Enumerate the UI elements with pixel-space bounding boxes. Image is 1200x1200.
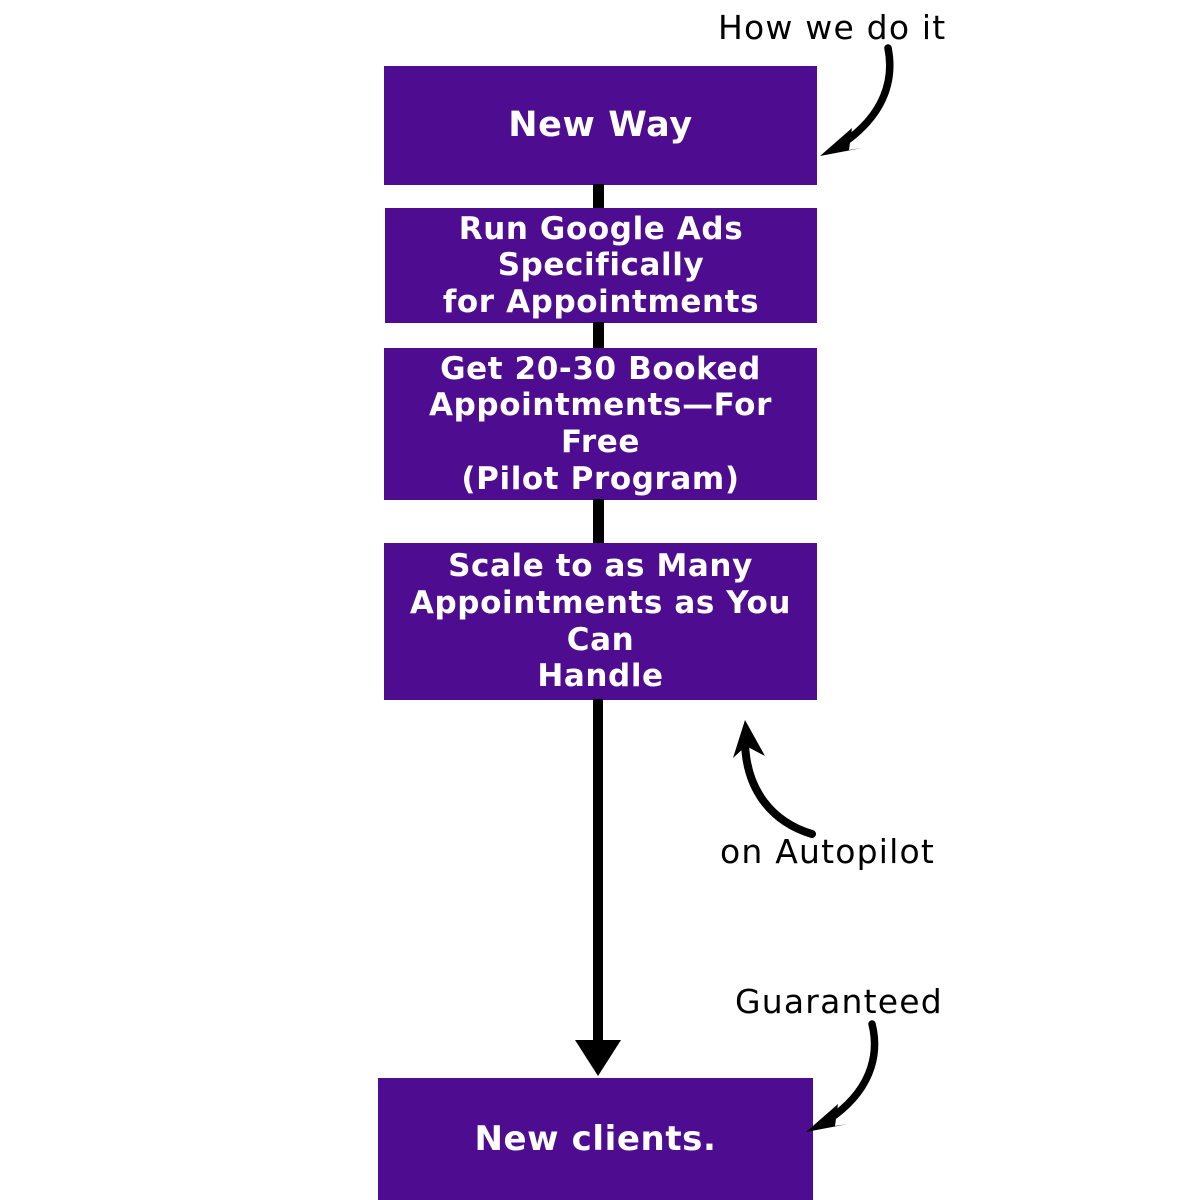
- flow-node-label: New Way: [508, 104, 693, 145]
- flow-node-scale-appointments[interactable]: Scale to as Many Appointments as You Can…: [384, 543, 817, 700]
- curved-arrow-up-icon: [733, 720, 816, 838]
- flow-node-get-booked-appointments[interactable]: Get 20-30 Booked Appointments—For Free (…: [384, 348, 817, 500]
- flow-node-new-way[interactable]: New Way: [384, 66, 817, 185]
- flow-node-label: Get 20-30 Booked Appointments—For Free (…: [429, 350, 772, 497]
- connector-scale-to-new-clients: [593, 699, 603, 1046]
- annotation-guaranteed: Guaranteed: [735, 982, 943, 1021]
- curved-arrow-down-left-icon: [820, 44, 894, 156]
- flow-node-label: Scale to as Many Appointments as You Can…: [409, 548, 792, 695]
- flow-node-run-google-ads[interactable]: Run Google Ads Specifically for Appointm…: [385, 208, 817, 323]
- connector-new-way-to-run-ads: [593, 184, 604, 210]
- annotation-on-autopilot: on Autopilot: [720, 832, 936, 871]
- connector-run-ads-to-get-booked: [593, 322, 604, 350]
- flow-node-new-clients[interactable]: New clients.: [378, 1078, 813, 1200]
- curved-arrow-down-left-icon: [806, 1020, 879, 1132]
- annotation-how-we-do-it: How we do it: [718, 8, 947, 47]
- arrowhead-icon: [575, 1040, 621, 1076]
- flow-node-label: New clients.: [474, 1118, 717, 1159]
- flow-node-label: Run Google Ads Specifically for Appointm…: [442, 210, 760, 320]
- connector-get-booked-to-scale: [593, 499, 604, 545]
